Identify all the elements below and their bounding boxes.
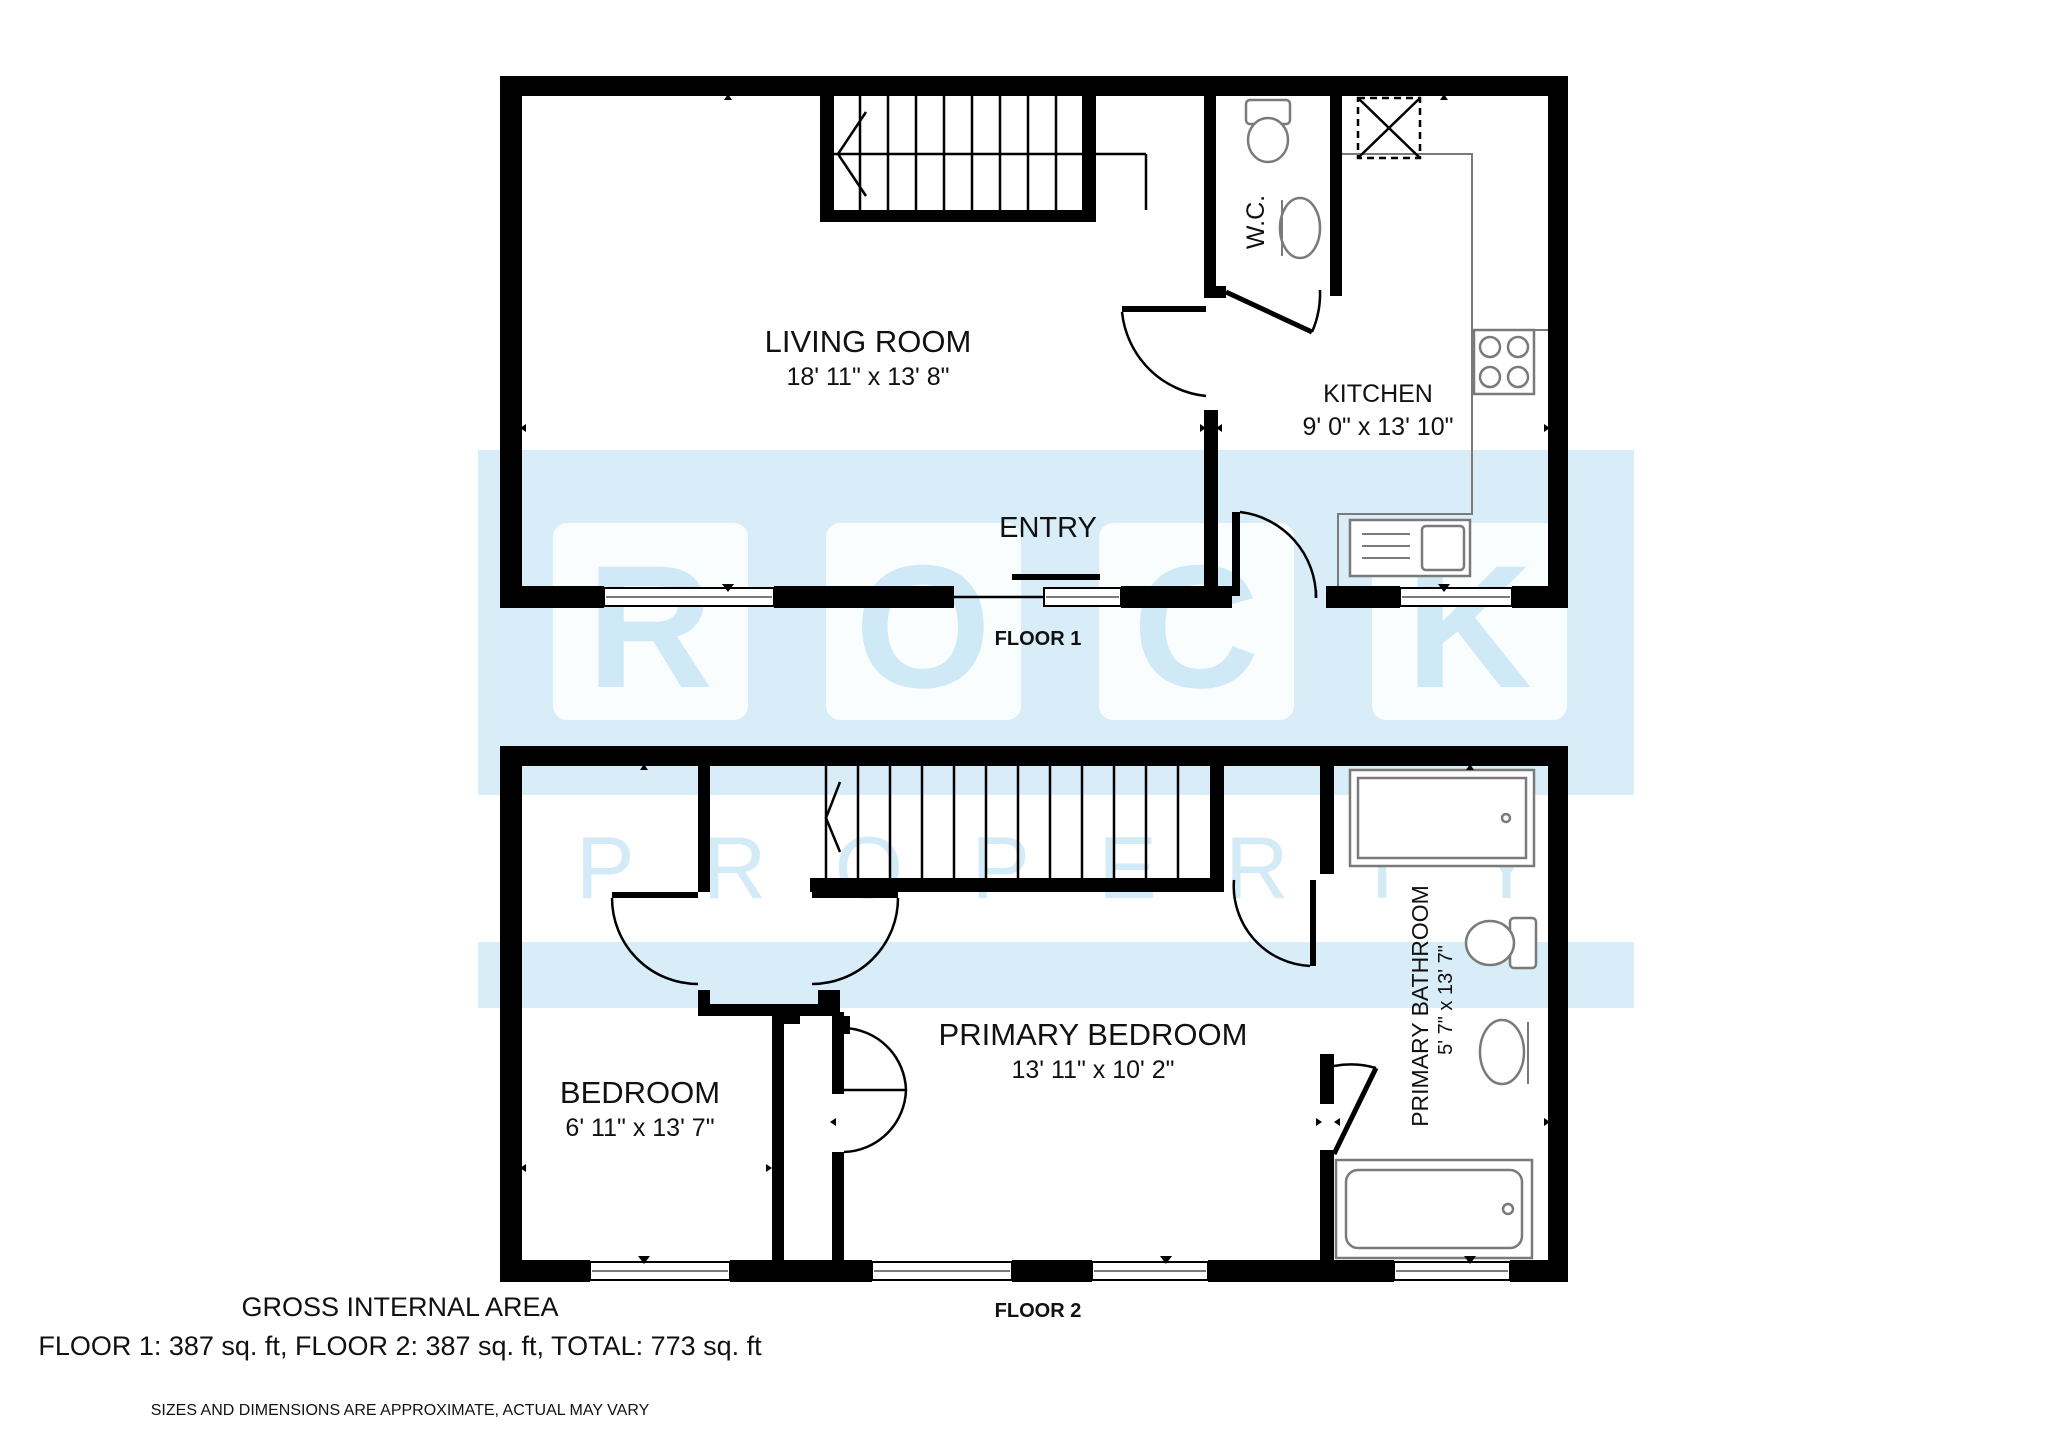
- room-dimensions: 9' 0" x 13' 10": [1302, 413, 1453, 441]
- loft-hatch-icon: [1356, 96, 1422, 160]
- room-name: W.C.: [1242, 195, 1270, 249]
- room-name: LIVING ROOM: [765, 324, 972, 359]
- room-name: KITCHEN: [1323, 380, 1433, 408]
- window: [1393, 1261, 1511, 1281]
- watermark-letter: O: [855, 530, 991, 725]
- window: [1043, 587, 1122, 607]
- toilet-icon: [1244, 98, 1292, 164]
- window: [871, 1261, 1013, 1281]
- room-dimensions: 5' 7" x 13' 7": [1435, 945, 1457, 1055]
- room-name: ENTRY: [999, 512, 1097, 544]
- room-dimensions: 18' 11" x 13' 8": [786, 363, 949, 391]
- room-name: PRIMARY BATHROOM: [1407, 885, 1433, 1127]
- staircase: [824, 766, 1180, 878]
- toilet-icon: [1464, 916, 1538, 970]
- disclaimer: SIZES AND DIMENSIONS ARE APPROXIMATE, AC…: [150, 1402, 650, 1419]
- floor-label: FLOOR 2: [995, 1300, 1082, 1322]
- floor-2-plan: PRIMARY BEDROOM 13' 11" x 10' 2" BEDROOM…: [500, 746, 1568, 1322]
- basin-icon: [1278, 196, 1322, 260]
- room-name: PRIMARY BEDROOM: [939, 1017, 1248, 1052]
- hob-icon: [1472, 328, 1536, 396]
- shower-icon: [1348, 768, 1536, 868]
- window: [1399, 587, 1513, 607]
- floor-1-plan: LIVING ROOM 18' 11" x 13' 8" KITCHEN 9' …: [500, 76, 1568, 650]
- room-dimensions: 6' 11" x 13' 7": [565, 1114, 714, 1142]
- window: [603, 587, 775, 607]
- watermark-letter: C: [1133, 530, 1259, 725]
- gross-internal-area-values: FLOOR 1: 387 sq. ft, FLOOR 2: 387 sq. ft…: [38, 1331, 762, 1361]
- room-dimensions: 13' 11" x 10' 2": [1011, 1056, 1174, 1084]
- sink-icon: [1348, 518, 1472, 578]
- watermark-letter: R: [587, 530, 713, 725]
- room-name: BEDROOM: [560, 1075, 720, 1110]
- basin-icon: [1478, 1018, 1529, 1086]
- window: [589, 1261, 731, 1281]
- staircase: [834, 96, 1148, 212]
- window: [1091, 1261, 1209, 1281]
- gross-internal-area-title: GROSS INTERNAL AREA: [241, 1292, 559, 1322]
- bath-icon: [1334, 1158, 1534, 1260]
- floor-label: FLOOR 1: [995, 628, 1082, 650]
